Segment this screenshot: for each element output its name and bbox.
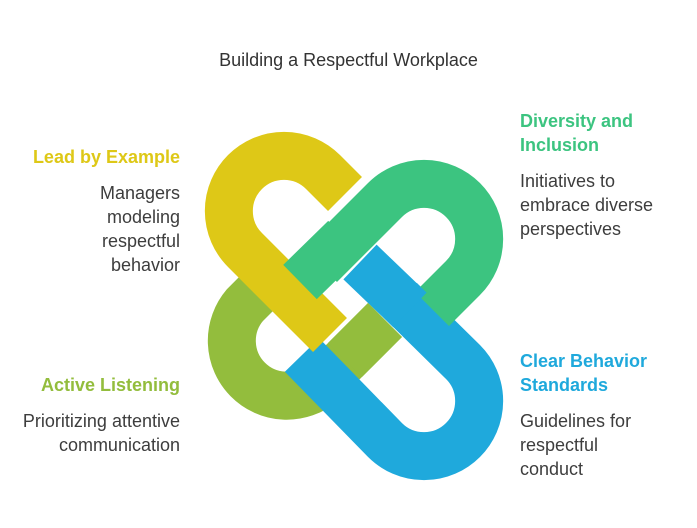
olive-overlap: [328, 303, 402, 377]
blue-loop: [284, 282, 504, 481]
diagram-title: Building a Respectful Workplace: [219, 50, 478, 70]
green-loop: [303, 159, 504, 326]
blue-overlap: [343, 244, 427, 328]
clear-behavior-standards-heading: Clear Behavior Standards: [520, 351, 648, 395]
green-overlap: [283, 220, 362, 300]
lead-by-example-desc: Managers modeling respectful behavior: [99, 183, 180, 275]
active-listening-desc: Prioritizing attentive communication: [22, 411, 180, 455]
diversity-inclusion-desc: Initiatives to embrace diverse perspecti…: [520, 171, 654, 239]
active-listening-heading: Active Listening: [40, 375, 180, 395]
lead-by-example-heading: Lead by Example: [32, 147, 180, 167]
yellow-loop: [204, 131, 362, 352]
clear-behavior-standards-desc: Guidelines for respectful conduct: [520, 411, 632, 479]
diversity-inclusion-heading: Diversity and Inclusion: [520, 111, 634, 155]
